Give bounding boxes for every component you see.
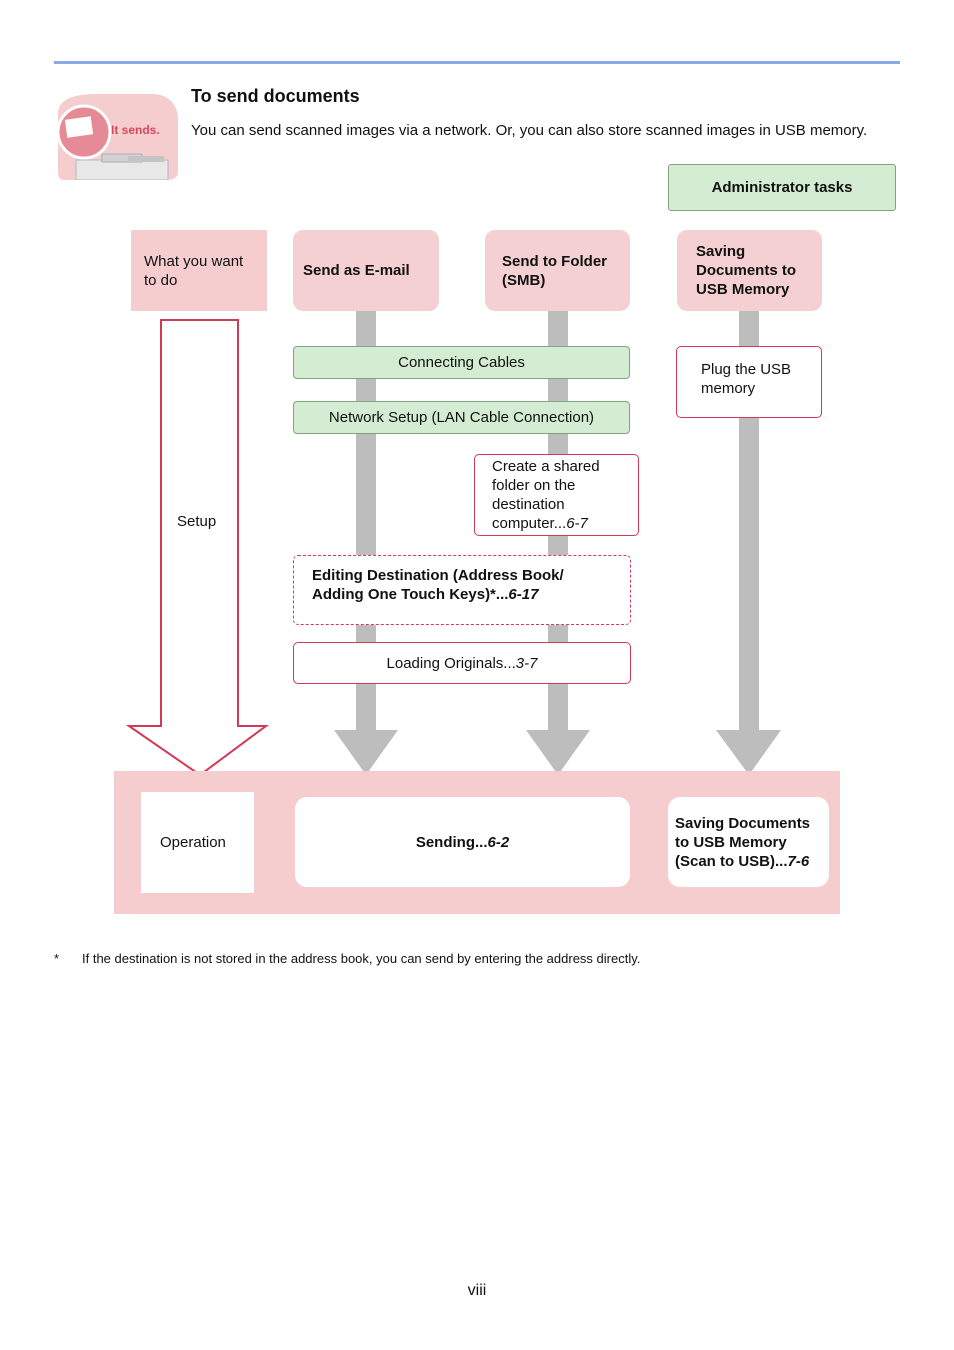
send-to-folder-header: Send to Folder (SMB) — [485, 230, 630, 311]
sending-page-ref[interactable]: 6-2 — [487, 833, 510, 851]
editing-destination-page-ref[interactable]: 6-17 — [508, 586, 539, 603]
sending-box: Sending...6-2 — [295, 797, 630, 887]
loading-originals-page-ref[interactable]: 3-7 — [515, 654, 538, 672]
network-setup-step: Network Setup (LAN Cable Connection) — [293, 401, 630, 434]
operation-label: Operation — [141, 792, 254, 893]
folder-arrowhead — [526, 730, 590, 775]
administrator-tasks-legend: Administrator tasks — [668, 164, 896, 211]
icon-caption: It sends. — [111, 123, 160, 137]
intro-text: You can send scanned images via a networ… — [191, 122, 868, 139]
footnote-mark: * — [54, 951, 60, 966]
shared-folder-step: Create a shared folder on the destinatio… — [474, 454, 639, 536]
scan-to-usb-box: Saving Documents to USB Memory (Scan to … — [668, 797, 829, 887]
column-arrowheads — [125, 319, 781, 777]
send-as-email-header: Send as E-mail — [293, 230, 439, 311]
shared-folder-page-ref[interactable]: 6-7 — [566, 515, 588, 532]
what-you-want-label: What you want to do — [131, 230, 267, 311]
administrator-tasks-label: Administrator tasks — [711, 179, 853, 196]
setup-arrow — [125, 319, 270, 777]
editing-destination-step: Editing Destination (Address Book/ Addin… — [293, 555, 631, 625]
scan-to-usb-page-ref[interactable]: 7-6 — [787, 852, 810, 870]
section-title: To send documents — [191, 86, 360, 106]
email-arrowhead — [334, 730, 398, 775]
loading-originals-step: Loading Originals...3-7 — [293, 642, 631, 684]
plug-usb-step: Plug the USB memory — [676, 346, 822, 418]
connecting-cables-step: Connecting Cables — [293, 346, 630, 379]
saving-to-usb-header: Saving Documents to USB Memory — [677, 230, 822, 311]
page-number: viii — [467, 1282, 487, 1299]
header-rule — [54, 61, 900, 64]
setup-label: Setup — [177, 513, 217, 530]
usb-arrowhead — [716, 730, 781, 775]
it-sends-icon — [56, 94, 180, 181]
footnote-text: If the destination is not stored in the … — [82, 951, 641, 966]
